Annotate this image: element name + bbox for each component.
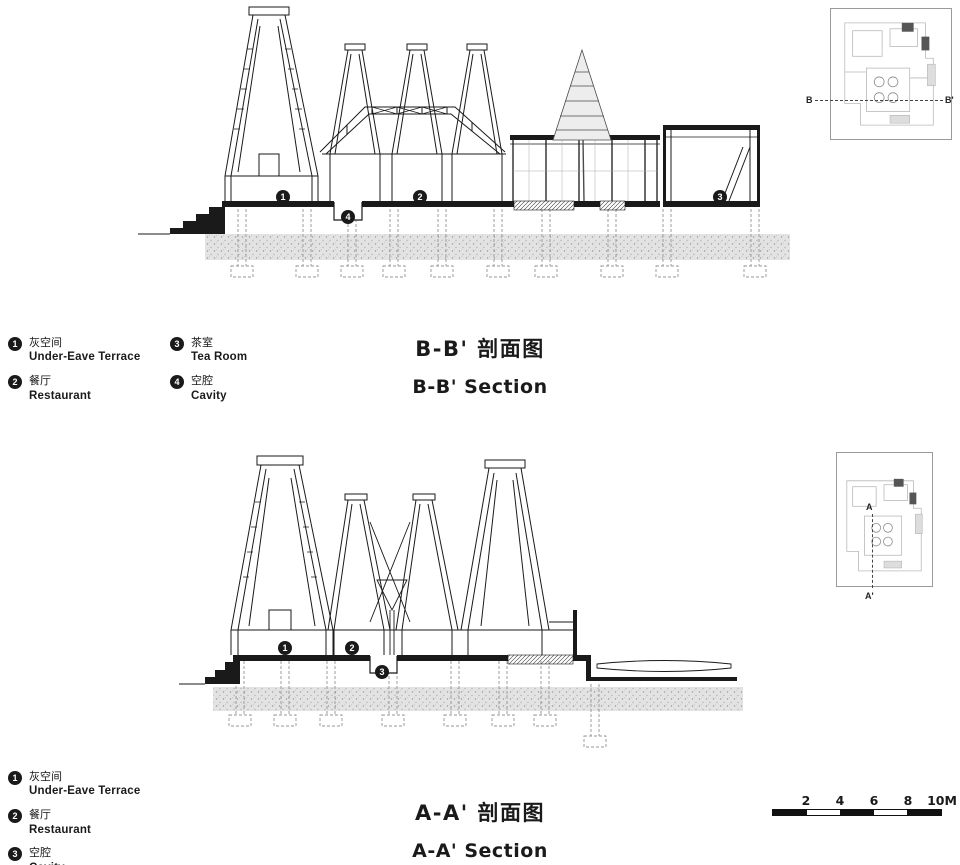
plan-marker-tea-room: 3 <box>713 190 727 204</box>
plan-marker-under-eave-terrace: 1 <box>276 190 290 204</box>
section-b-title-cn: B-B' 剖面图 <box>415 337 545 361</box>
section-a-title-cn: A-A' 剖面图 <box>415 801 545 825</box>
legend-number: 4 <box>170 375 184 390</box>
legend-b-col2: 3 茶室 Tea Room 4 空腔 Cavity <box>170 336 247 403</box>
legend-item: 1 灰空间 Under-Eave Terrace <box>8 336 140 365</box>
glazed-pavilion <box>510 135 660 211</box>
floor-slab <box>233 655 737 681</box>
legend-b-col1: 1 灰空间 Under-Eave Terrace 2 餐厅 Restaurant <box>8 336 140 403</box>
section-a-drawing <box>179 455 743 748</box>
pond-deck <box>596 660 732 672</box>
legend-number: 3 <box>170 337 184 351</box>
section-cut-label-a: A <box>866 502 873 512</box>
section-cut-line-a <box>872 514 873 588</box>
scale-label: 10M <box>927 793 957 808</box>
keyplan-b-frame <box>830 8 952 140</box>
section-b-drawing <box>138 6 790 278</box>
section-cut-label-b-prime: B' <box>945 95 954 105</box>
legend-label-en: Restaurant <box>29 389 92 402</box>
legend-label-cn: 空腔 <box>191 375 213 388</box>
tree <box>552 48 612 202</box>
legend-item: 2 餐厅 Restaurant <box>8 374 140 403</box>
right-wing <box>549 610 732 672</box>
valley-funnel <box>369 521 411 655</box>
entry-stairs <box>170 207 225 234</box>
cone-roofs <box>327 459 550 631</box>
scale-label: 2 <box>801 793 811 808</box>
scale-bar-labels: 2 4 6 8 10M <box>772 793 957 808</box>
section-cut-label-a-prime: A' <box>865 591 874 601</box>
keyplan-a: A A' <box>836 452 936 602</box>
legend-label-en: Under-Eave Terrace <box>29 351 141 364</box>
legend-label-cn: 灰空间 <box>29 337 62 349</box>
legend-item: 4 空腔 Cavity <box>170 374 247 403</box>
plan-marker-restaurant: 2 <box>413 190 427 204</box>
legend-label-en: Tea Room <box>191 351 248 364</box>
scale-label: 8 <box>903 793 913 808</box>
scale-label: 4 <box>835 793 845 808</box>
scale-bar-segments <box>772 809 942 816</box>
scale-bar: 2 4 6 8 10M <box>772 793 957 816</box>
legend-number: 1 <box>8 337 22 351</box>
hall-columns <box>328 629 573 655</box>
legend-label-cn: 餐厅 <box>29 375 51 388</box>
plan-marker-cavity: 3 <box>375 665 389 679</box>
legend-number: 2 <box>8 809 22 824</box>
scale-label: 6 <box>869 793 879 808</box>
scale-segment <box>773 810 807 815</box>
plan-marker-under-eave-terrace: 1 <box>278 641 292 655</box>
legend-item: 2 餐厅 Restaurant <box>8 808 140 837</box>
section-b-title-en: B-B' Section <box>412 376 548 398</box>
section-cut-label-b: B <box>806 95 813 105</box>
legend-number: 3 <box>8 847 22 862</box>
legend-label-cn: 灰空间 <box>29 771 62 783</box>
scale-segment <box>907 810 941 815</box>
section-cut-line-b <box>815 100 943 101</box>
kiln-tower <box>230 455 334 655</box>
ground-soil <box>179 683 743 711</box>
legend-label-en: Cavity <box>191 389 227 402</box>
plan-marker-restaurant: 2 <box>345 641 359 655</box>
scale-segment <box>806 810 841 815</box>
legend-label-en: Restaurant <box>29 823 92 836</box>
legend-label-en: Under-Eave Terrace <box>29 785 141 798</box>
kiln-tower <box>224 6 319 201</box>
section-a-title: A-A' 剖面图 A-A' Section <box>330 797 630 862</box>
section-b-title: B-B' 剖面图 B-B' Section <box>330 333 630 398</box>
scale-segment <box>840 810 874 815</box>
plan-marker-cavity: 4 <box>341 210 355 224</box>
scale-segment <box>873 810 908 815</box>
legend-number: 1 <box>8 771 22 785</box>
legend-label-cn: 茶室 <box>191 337 213 349</box>
ground-soil <box>138 233 790 260</box>
foundation-piles <box>228 661 607 748</box>
keyplan-b-plan <box>844 22 936 126</box>
legend-label-cn: 空腔 <box>29 847 51 860</box>
legend-a: 1 灰空间 Under-Eave Terrace 2 餐厅 Restaurant… <box>8 770 140 865</box>
legend-item: 3 空腔 Cavity <box>8 846 140 865</box>
keyplan-b: B B' <box>806 8 956 140</box>
floor-hatch-strip <box>507 654 574 665</box>
truss-roof <box>319 106 506 155</box>
legend-item: 1 灰空间 Under-Eave Terrace <box>8 770 140 799</box>
foundation-piles <box>230 209 767 278</box>
legend-label-en: Cavity <box>29 861 65 865</box>
floor-slab <box>222 201 760 207</box>
section-a-title-en: A-A' Section <box>412 840 548 862</box>
legend-number: 2 <box>8 375 22 390</box>
keyplan-a-frame <box>836 452 933 587</box>
cone-roofs <box>329 43 503 155</box>
entry-stairs <box>205 655 240 684</box>
legend-item: 3 茶室 Tea Room <box>170 336 247 365</box>
legend-label-cn: 餐厅 <box>29 809 51 822</box>
tea-room-block <box>663 125 760 202</box>
keyplan-a-plan <box>846 478 923 572</box>
